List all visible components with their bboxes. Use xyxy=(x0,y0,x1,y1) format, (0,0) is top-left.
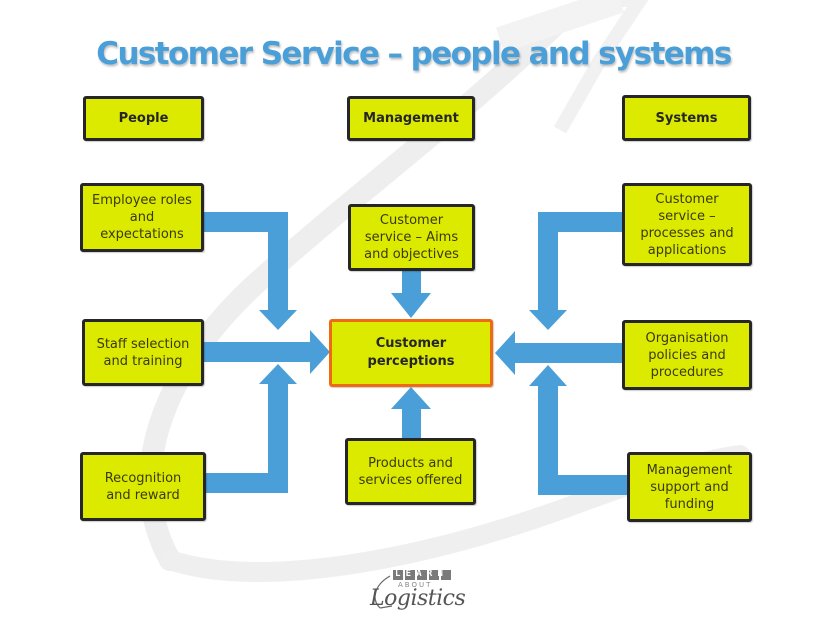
header-management: Management xyxy=(347,96,475,141)
logo-swoosh-icon xyxy=(374,575,393,609)
header-people: People xyxy=(83,96,204,141)
header-people-label: People xyxy=(118,111,169,126)
header-systems-label: Systems xyxy=(655,110,718,126)
aims-objectives-label: Customer service – Aims and objectives xyxy=(364,213,459,262)
customer-perceptions-label: Customer perceptions xyxy=(367,336,455,369)
organisation-policies-label: Organisation policies and procedures xyxy=(645,330,729,380)
logo-about-text: ABOUT xyxy=(398,581,433,589)
processes-applications-label: Customer service – processes and applica… xyxy=(640,191,734,258)
logo-learn-tiles xyxy=(393,570,451,580)
box-aims-objectives: Customer service – Aims and objectives xyxy=(348,204,475,271)
box-management-support: Management support and funding xyxy=(627,452,752,522)
management-support-label: Management support and funding xyxy=(646,462,733,512)
arrow-organisation-policies xyxy=(495,331,622,375)
box-organisation-policies: Organisation policies and procedures xyxy=(622,320,752,390)
arrow-recognition xyxy=(204,364,297,493)
staff-selection-label: Staff selection and training xyxy=(96,336,190,369)
box-products-services: Products and services offered xyxy=(345,438,476,505)
box-employee-roles: Employee roles and expectations xyxy=(80,183,204,252)
header-systems: Systems xyxy=(622,95,751,141)
learn-about-logistics-logo: LEARN ABOUT Logistics xyxy=(368,568,468,616)
header-management-label: Management xyxy=(363,111,459,126)
employee-roles-label: Employee roles and expectations xyxy=(92,193,192,242)
arrow-processes-applications xyxy=(529,212,622,330)
products-services-label: Products and services offered xyxy=(358,455,463,488)
logo-logistics-text: Logistics xyxy=(370,586,466,611)
box-staff-selection: Staff selection and training xyxy=(82,319,204,386)
arrow-employee-roles xyxy=(204,212,297,330)
recognition-label: Recognition and reward xyxy=(104,470,182,503)
logo-learn-text: LEARN xyxy=(395,569,449,579)
arrow-staff-selection xyxy=(204,330,330,374)
box-processes-applications: Customer service – processes and applica… xyxy=(622,183,752,266)
box-customer-perceptions: Customer perceptions xyxy=(329,319,493,387)
page-title: Customer Service – people and systems xyxy=(96,36,732,72)
arrow-products-services xyxy=(391,387,431,438)
box-recognition: Recognition and reward xyxy=(80,452,206,521)
arrow-aims-objectives xyxy=(391,270,431,318)
arrow-management-support xyxy=(529,365,628,495)
